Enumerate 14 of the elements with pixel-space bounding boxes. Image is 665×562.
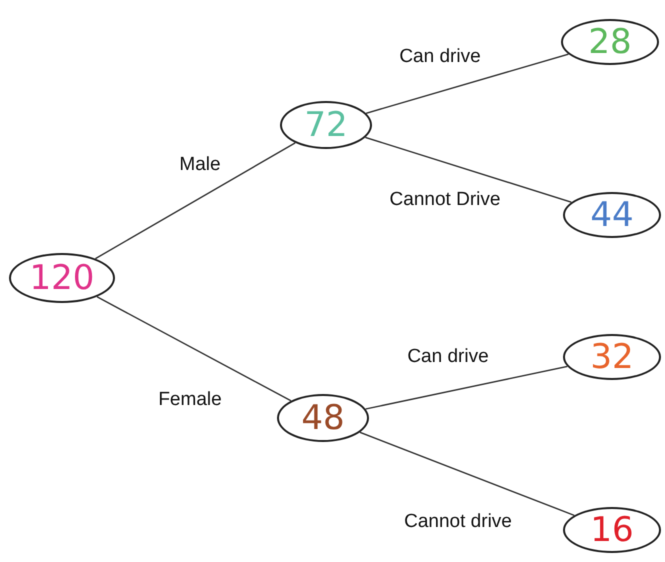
- number-ellipse: [277, 394, 369, 442]
- count-value: 48: [301, 401, 345, 435]
- count-value: 72: [304, 108, 348, 142]
- count-value: 16: [590, 513, 634, 547]
- branch-line: [360, 432, 574, 516]
- branch-line: [96, 296, 292, 402]
- branch-line: [95, 142, 296, 260]
- count-value: 120: [30, 261, 94, 295]
- number-ellipse: [280, 101, 372, 149]
- branch-line: [365, 136, 572, 203]
- count-value: 28: [588, 25, 632, 59]
- count-value: 32: [590, 340, 634, 374]
- branch-line: [366, 366, 568, 410]
- count-value: 44: [590, 198, 634, 232]
